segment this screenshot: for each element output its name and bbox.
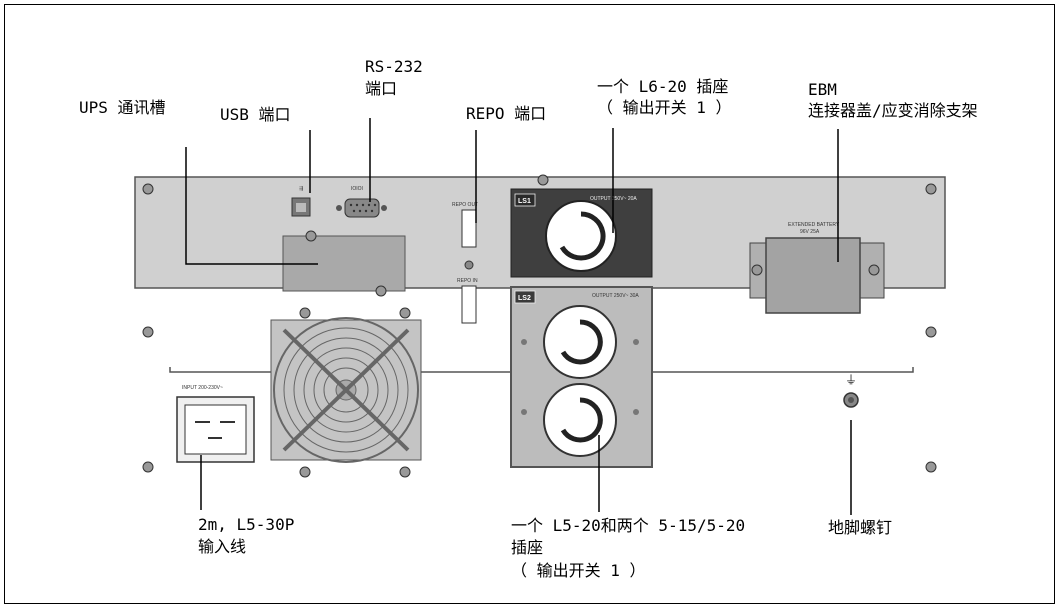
label-input-line1: 2m, L5-30P bbox=[198, 515, 295, 534]
label-repo-port: REPO 端口 bbox=[466, 104, 547, 123]
label-input-line2: 输入线 bbox=[198, 537, 247, 556]
ebm-connector-cover[interactable] bbox=[765, 237, 861, 314]
label-rs232-line1: RS-232 bbox=[365, 57, 423, 76]
label-rs232-line2: 端口 bbox=[365, 79, 398, 98]
input-inlet-socket bbox=[184, 404, 247, 455]
input-rating-marking: INPUT 200-230V~ bbox=[182, 385, 223, 391]
repo-in-marking: REPO IN bbox=[457, 278, 478, 284]
label-l5-20-line3: （ 输出开关 1 ） bbox=[511, 561, 646, 580]
rs232-pins bbox=[349, 203, 377, 213]
usb-symbol-icon: ⇶ bbox=[299, 185, 303, 192]
5-15-20-outlet-slot bbox=[560, 397, 603, 443]
label-l5-20-line2: 插座 bbox=[511, 538, 544, 557]
panel-screws bbox=[142, 174, 937, 478]
rs232-screw-right bbox=[381, 205, 387, 211]
ups-rear-panel-diagram: ⇶ IOIOI INPUT 200-230V~ REPO OUT REPO IN bbox=[134, 118, 946, 515]
label-ground-screw: 地脚螺钉 bbox=[828, 518, 893, 537]
ebm-screw-left bbox=[751, 264, 763, 276]
slot-screw-bottom bbox=[375, 285, 387, 297]
slot-screw-top bbox=[305, 230, 317, 242]
l5-20-outlet[interactable] bbox=[543, 305, 617, 379]
ebm-screw-right bbox=[868, 264, 880, 276]
rs232-screw-left bbox=[336, 205, 342, 211]
5-15-20-outlet[interactable] bbox=[543, 383, 617, 457]
ls1-tag bbox=[514, 193, 536, 207]
label-l5-20-line1: 一个 L5-20和两个 5-15/5-20 bbox=[511, 516, 746, 535]
ebm-tag-marking-1: EXTENDED BATTERY bbox=[788, 222, 840, 228]
l5-20-outlet-slot bbox=[560, 319, 603, 365]
ls2-marking: LS2 bbox=[518, 295, 531, 302]
ground-symbol-icon: ⏚ bbox=[845, 373, 857, 387]
repo-in-port[interactable] bbox=[461, 285, 477, 324]
ls2-tag bbox=[514, 290, 536, 304]
ls1-marking: LS1 bbox=[518, 198, 531, 205]
label-ups-comm-slot: UPS 通讯槽 bbox=[79, 98, 166, 117]
label-usb-port: USB 端口 bbox=[220, 105, 291, 124]
rs232-port[interactable] bbox=[344, 198, 380, 218]
leader-lines bbox=[185, 118, 852, 515]
repo-center-screw bbox=[464, 260, 474, 270]
l6-20-outlet-slot bbox=[559, 211, 606, 261]
repo-out-port[interactable] bbox=[461, 209, 477, 248]
label-ebm-line2: 连接器盖/应变消除支架 bbox=[808, 101, 978, 120]
ls2-rating-marking: OUTPUT 250V~ 30A bbox=[592, 293, 639, 299]
repo-out-marking: REPO OUT bbox=[452, 202, 478, 208]
serial-symbol-icon: IOIOI bbox=[351, 186, 363, 192]
label-l6-20-line2: （ 输出开关 1 ） bbox=[597, 98, 732, 117]
l6-20-outlet[interactable] bbox=[545, 200, 617, 272]
label-ebm-line1: EBM bbox=[808, 80, 837, 99]
ebm-tag-marking-2: 96V 25A bbox=[800, 229, 820, 235]
label-l6-20-line1: 一个 L6-20 插座 bbox=[597, 77, 729, 96]
usb-port-inner bbox=[296, 203, 306, 212]
cooling-fan-grille bbox=[270, 317, 422, 463]
